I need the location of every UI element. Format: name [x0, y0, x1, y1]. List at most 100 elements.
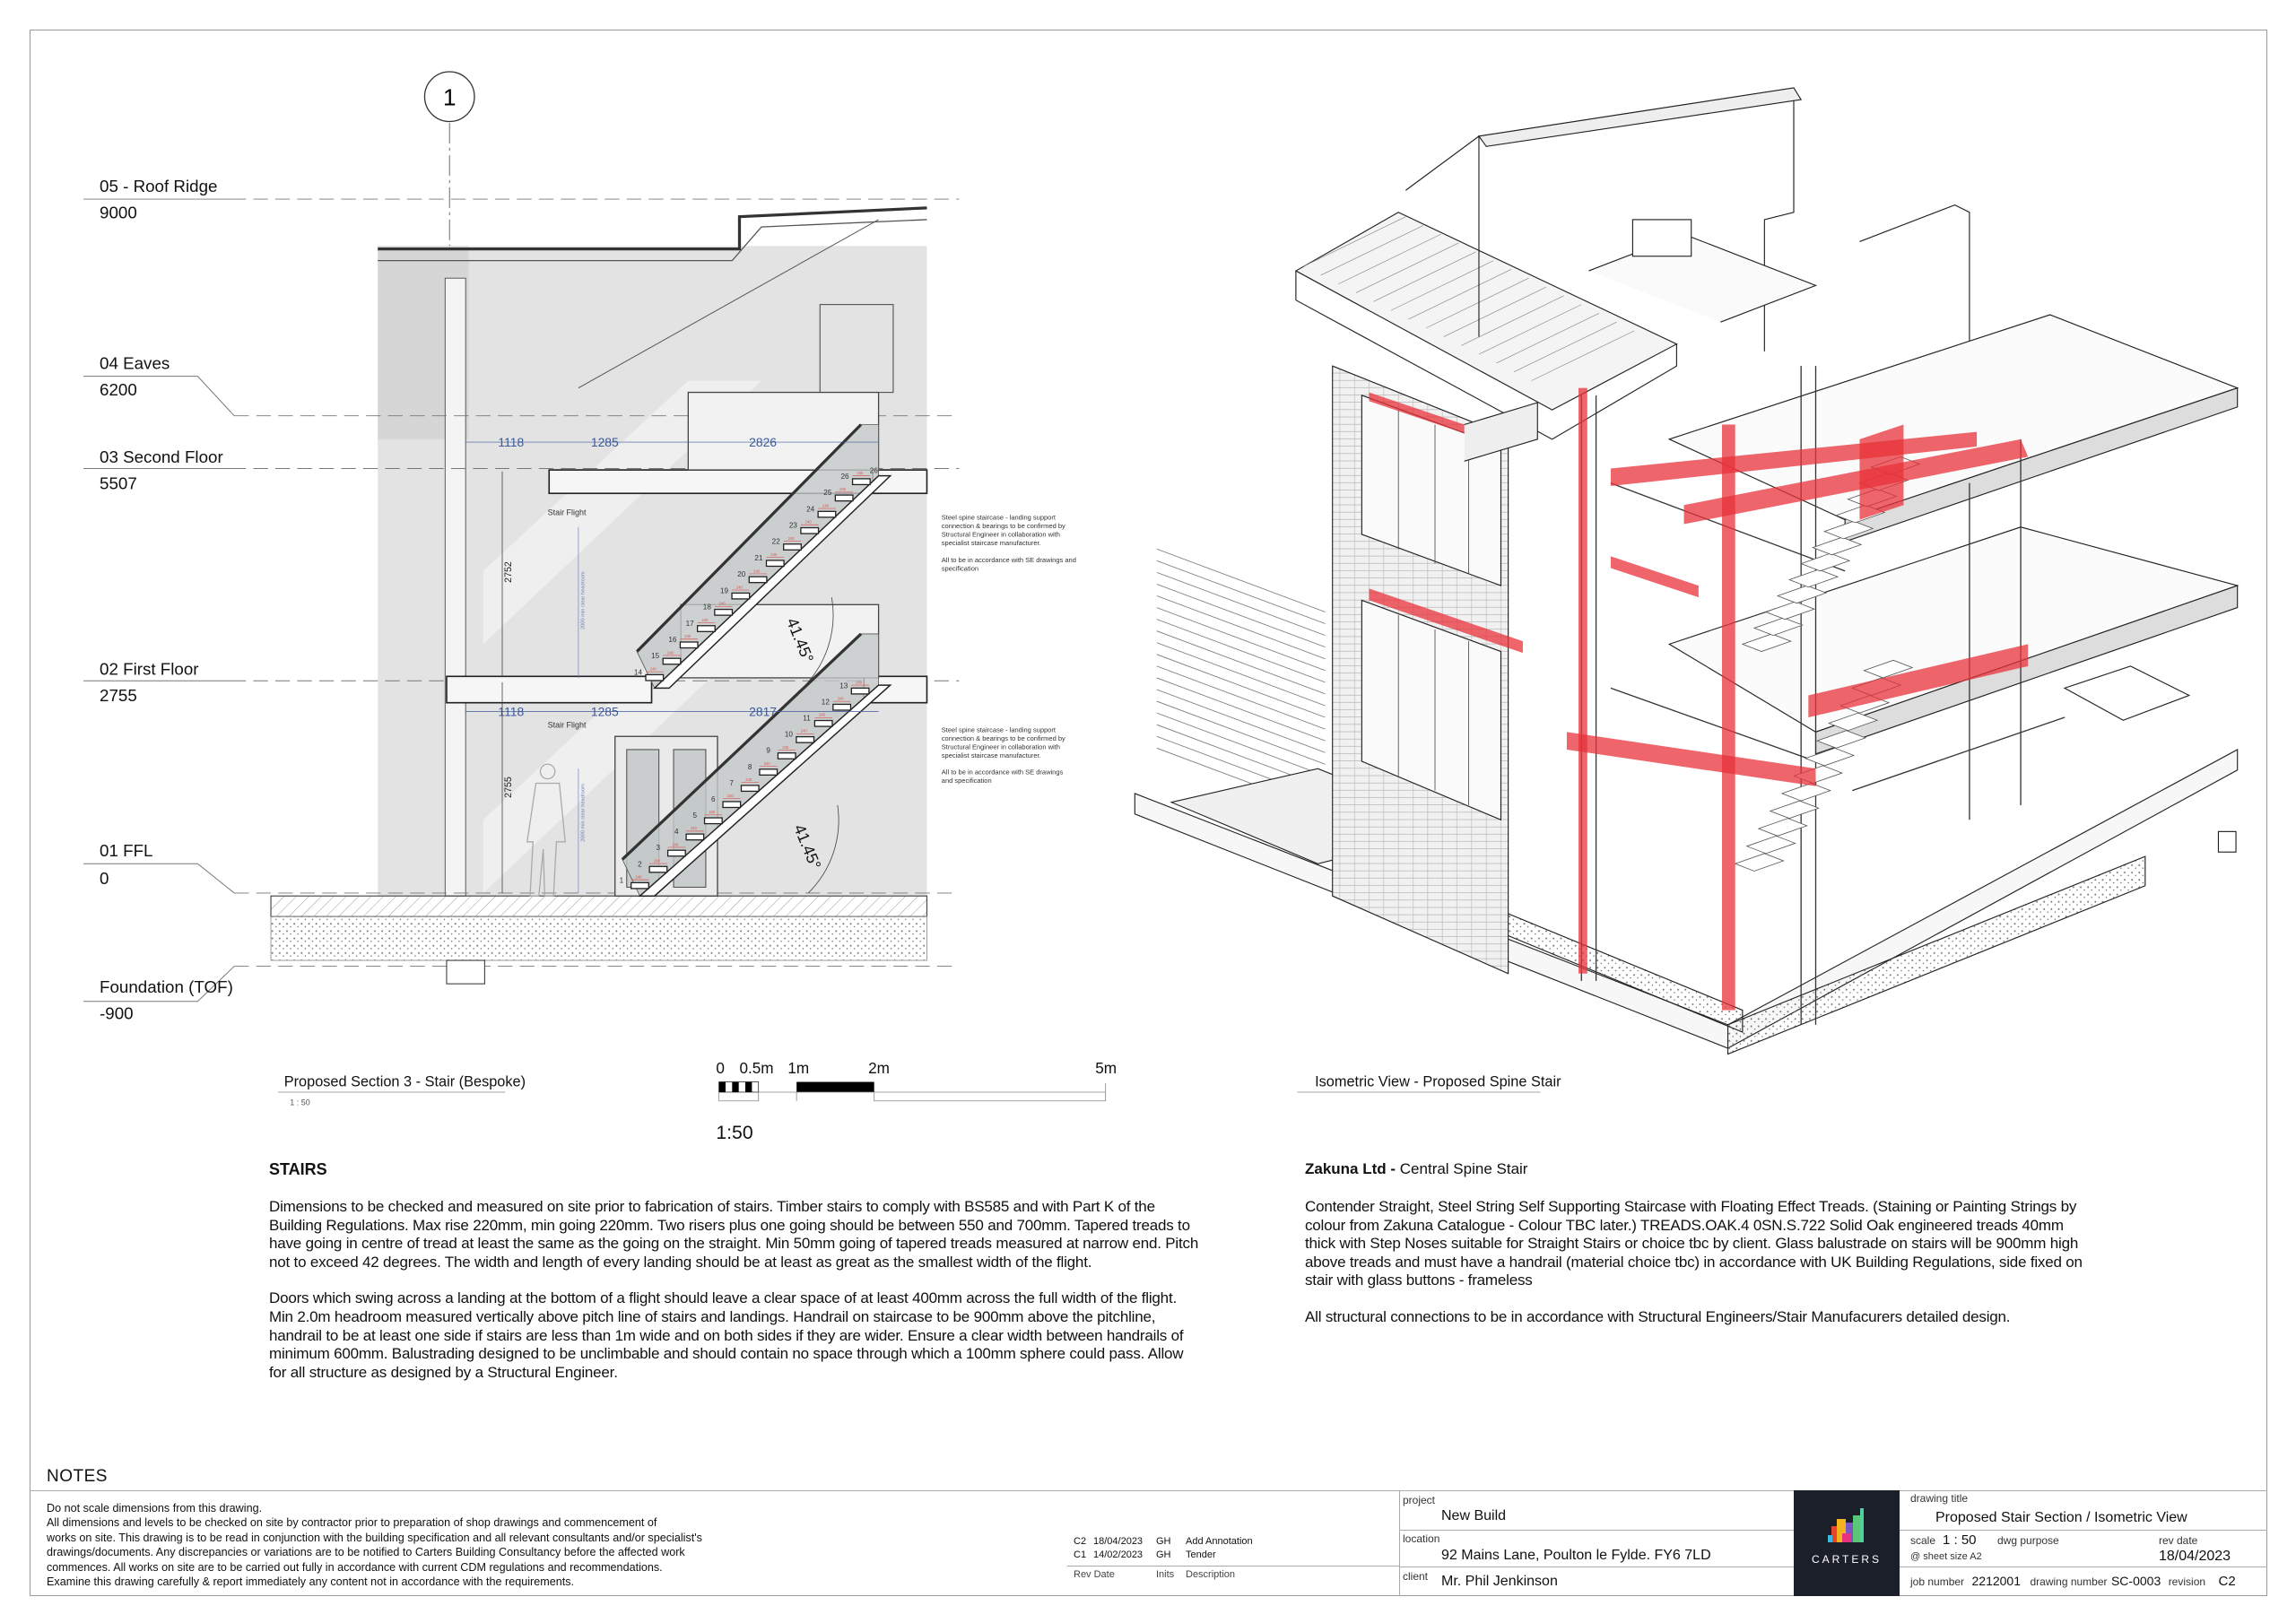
tread-going: 240 — [838, 697, 845, 701]
iso-tread — [1764, 601, 1816, 621]
iso-tread — [1812, 536, 1863, 556]
vertical-dimension: 2755 — [503, 777, 514, 798]
step-number: 8 — [748, 763, 752, 771]
tread-going: 240 — [654, 858, 661, 863]
step-number: 6 — [711, 795, 716, 803]
drawing-title-value: Proposed Stair Section / Isometric View — [1935, 1510, 2187, 1525]
iso-tread — [1776, 585, 1828, 604]
stair-tread — [631, 881, 649, 890]
note-line: works on site. This drawing is to be rea… — [47, 1531, 702, 1544]
louvre-slat — [1156, 654, 1326, 718]
annotation-line: specialist staircase manufacturer. — [942, 539, 1041, 547]
iso-tread — [1741, 633, 1792, 652]
annotation-line: All to be in accordance with SE drawings — [942, 768, 1064, 777]
roof-tile-line — [1426, 277, 1529, 329]
section-drawing: 1 05 - Roof Ridge 9000 04 Eaves 6200 03 … — [83, 71, 1076, 1107]
stairs-notes: Dimensions to be checked and measured on… — [269, 1198, 1202, 1382]
step-number: 9 — [766, 747, 770, 755]
stair-tread — [703, 817, 723, 825]
note-line: drawings/documents. Any discrepancies or… — [47, 1546, 685, 1559]
roof-tile-line — [1355, 242, 1459, 293]
supplier-name: Zakuna Ltd - — [1305, 1160, 1400, 1177]
stair-tread — [759, 768, 778, 776]
stair-tread — [813, 719, 833, 727]
rev-header: Description — [1186, 1569, 1236, 1580]
tread-going: 240 — [650, 667, 657, 672]
drawing-number-value: SC-0003 — [2110, 1574, 2161, 1588]
roof-tile-line — [1514, 321, 1617, 373]
stair-tread — [851, 478, 871, 486]
level-name: 02 First Floor — [100, 660, 199, 679]
structural-annotation: Steel spine staircase - landing supportc… — [942, 514, 1076, 573]
roof-tile-line — [1408, 269, 1512, 320]
louvre-slat — [1156, 595, 1326, 660]
rev-header: Rev Date — [1074, 1569, 1115, 1580]
louvre-slat — [1156, 619, 1326, 683]
louvre-slat — [1156, 548, 1326, 612]
sheet-size: @ sheet size A2 — [1910, 1551, 1982, 1562]
client-label: client — [1403, 1570, 1429, 1583]
company-logo: CARTERS — [1794, 1490, 1900, 1596]
louvre-slat — [1156, 584, 1326, 648]
divider — [1399, 1530, 1794, 1531]
headroom-label: 2000 min clear headroom — [580, 784, 586, 842]
tread-going: 240 — [745, 777, 752, 782]
louvre-slat — [1156, 677, 1326, 742]
drawing-title-label: drawing title — [1910, 1492, 1969, 1505]
step-number: 22 — [772, 538, 781, 546]
rev-description: Add Annotation — [1186, 1536, 1253, 1547]
tread-going: 240 — [727, 794, 735, 798]
scale-value: 1 : 50 — [1943, 1532, 1977, 1548]
iso-tread — [1799, 552, 1851, 572]
tread-going: 240 — [719, 602, 726, 606]
roof-tile-line — [1478, 304, 1582, 355]
section-title-scale: 1 : 50 — [290, 1098, 309, 1107]
stair-tread — [800, 526, 820, 534]
supplier-product: Central Spine Stair — [1399, 1160, 1528, 1177]
roof-tile-line — [1461, 295, 1564, 346]
stair-tread — [740, 785, 760, 793]
scale-tick: 5m — [1095, 1059, 1117, 1077]
dimension: 2826 — [749, 435, 777, 449]
step-number: 16 — [668, 636, 677, 644]
stair-tread — [796, 735, 815, 743]
external-wall — [444, 277, 466, 897]
step-number: 5 — [692, 812, 697, 820]
iso-tread — [1752, 617, 1804, 637]
iso-tread — [1734, 853, 1785, 872]
stair-tread — [666, 849, 686, 857]
tread-going: 240 — [702, 618, 709, 622]
roof-tile-line — [1320, 225, 1424, 276]
annotation-line: Structural Engineer in collaboration wit… — [942, 742, 1060, 751]
drawing-number-label: drawing number — [2030, 1575, 2108, 1588]
louvre-slat — [1156, 689, 1326, 753]
rev-code: C2 — [1074, 1536, 1087, 1547]
roof-tile-line — [1302, 216, 1406, 267]
grid-bubble — [423, 71, 475, 123]
stair-flight-label: Stair Flight — [548, 508, 587, 517]
iso-tread — [1745, 835, 1796, 855]
dimension: 1118 — [498, 704, 524, 718]
louvre-slat — [1156, 700, 1326, 765]
step-number: 26 — [870, 466, 879, 474]
tread-going: 240 — [788, 536, 796, 541]
rev-initials: GH — [1156, 1536, 1171, 1547]
louvre-screen — [1156, 548, 1326, 812]
step-number: 4 — [674, 828, 679, 836]
structural-annotation: Steel spine staircase - landing supportc… — [942, 725, 1065, 785]
louvre-slat — [1156, 630, 1326, 695]
iso-tread — [1827, 712, 1879, 732]
iso-tread — [1815, 730, 1867, 749]
annotation-line: connection & bearings to be confirmed by — [942, 522, 1065, 530]
job-number-value: 2212001 — [1971, 1574, 2022, 1588]
roof-tile-line — [1443, 286, 1547, 337]
iso-tread — [1804, 747, 1856, 767]
stair-tread — [662, 657, 682, 665]
handrail — [636, 423, 863, 653]
dimension: 2817 — [749, 704, 777, 718]
level-value: -900 — [100, 1003, 134, 1022]
step-number: 12 — [822, 698, 831, 706]
level-name: 04 Eaves — [100, 353, 170, 372]
supplier-heading: Zakuna Ltd - Central Spine Stair — [1305, 1160, 1527, 1178]
level-value: 2755 — [100, 686, 137, 705]
